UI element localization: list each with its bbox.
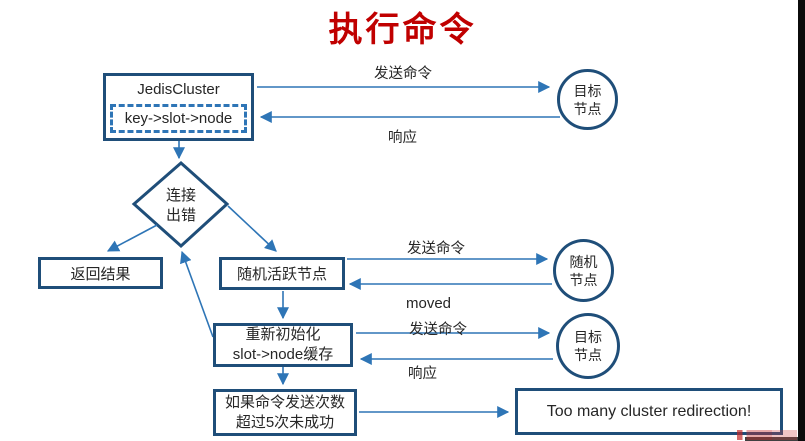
node-return-result: 返回结果 (38, 257, 163, 289)
node-target-node-mid: 目标 节点 (556, 313, 620, 379)
node-random-active: 随机活跃节点 (219, 257, 345, 290)
right-edge-bar (798, 0, 805, 441)
node-jediscluster: JedisCluster key->slot->node (103, 73, 254, 141)
node-retry-check: 如果命令发送次数 超过5次未成功 (213, 389, 357, 436)
node-target-node-top: 目标 节点 (557, 69, 618, 130)
label-send-command-mid: 发送命令 (409, 322, 467, 338)
watermark-fragment (737, 430, 797, 440)
node-random-node: 随机 节点 (553, 239, 614, 302)
label-send-command-random: 发送命令 (407, 241, 465, 257)
arrow-to-random-active (227, 205, 277, 252)
label-moved: moved (406, 295, 452, 312)
label-response-mid: 响应 (408, 366, 437, 382)
decision-diamond (131, 161, 230, 249)
label-send-command-top: 发送命令 (374, 66, 432, 82)
arrow-reinit-to-decision (180, 250, 214, 338)
label-response-top: 响应 (388, 130, 417, 146)
key-slot-node-box: key->slot->node (110, 104, 247, 133)
jediscluster-label: JedisCluster (137, 81, 220, 98)
page-title: 执行命令 (328, 11, 477, 49)
node-reinit: 重新初始化 slot->node缓存 (213, 323, 353, 367)
node-decision-label: 连接 出错 (165, 187, 196, 224)
arrow-to-return-result (106, 224, 158, 252)
node-too-many: Too many cluster redirection! (515, 388, 783, 435)
